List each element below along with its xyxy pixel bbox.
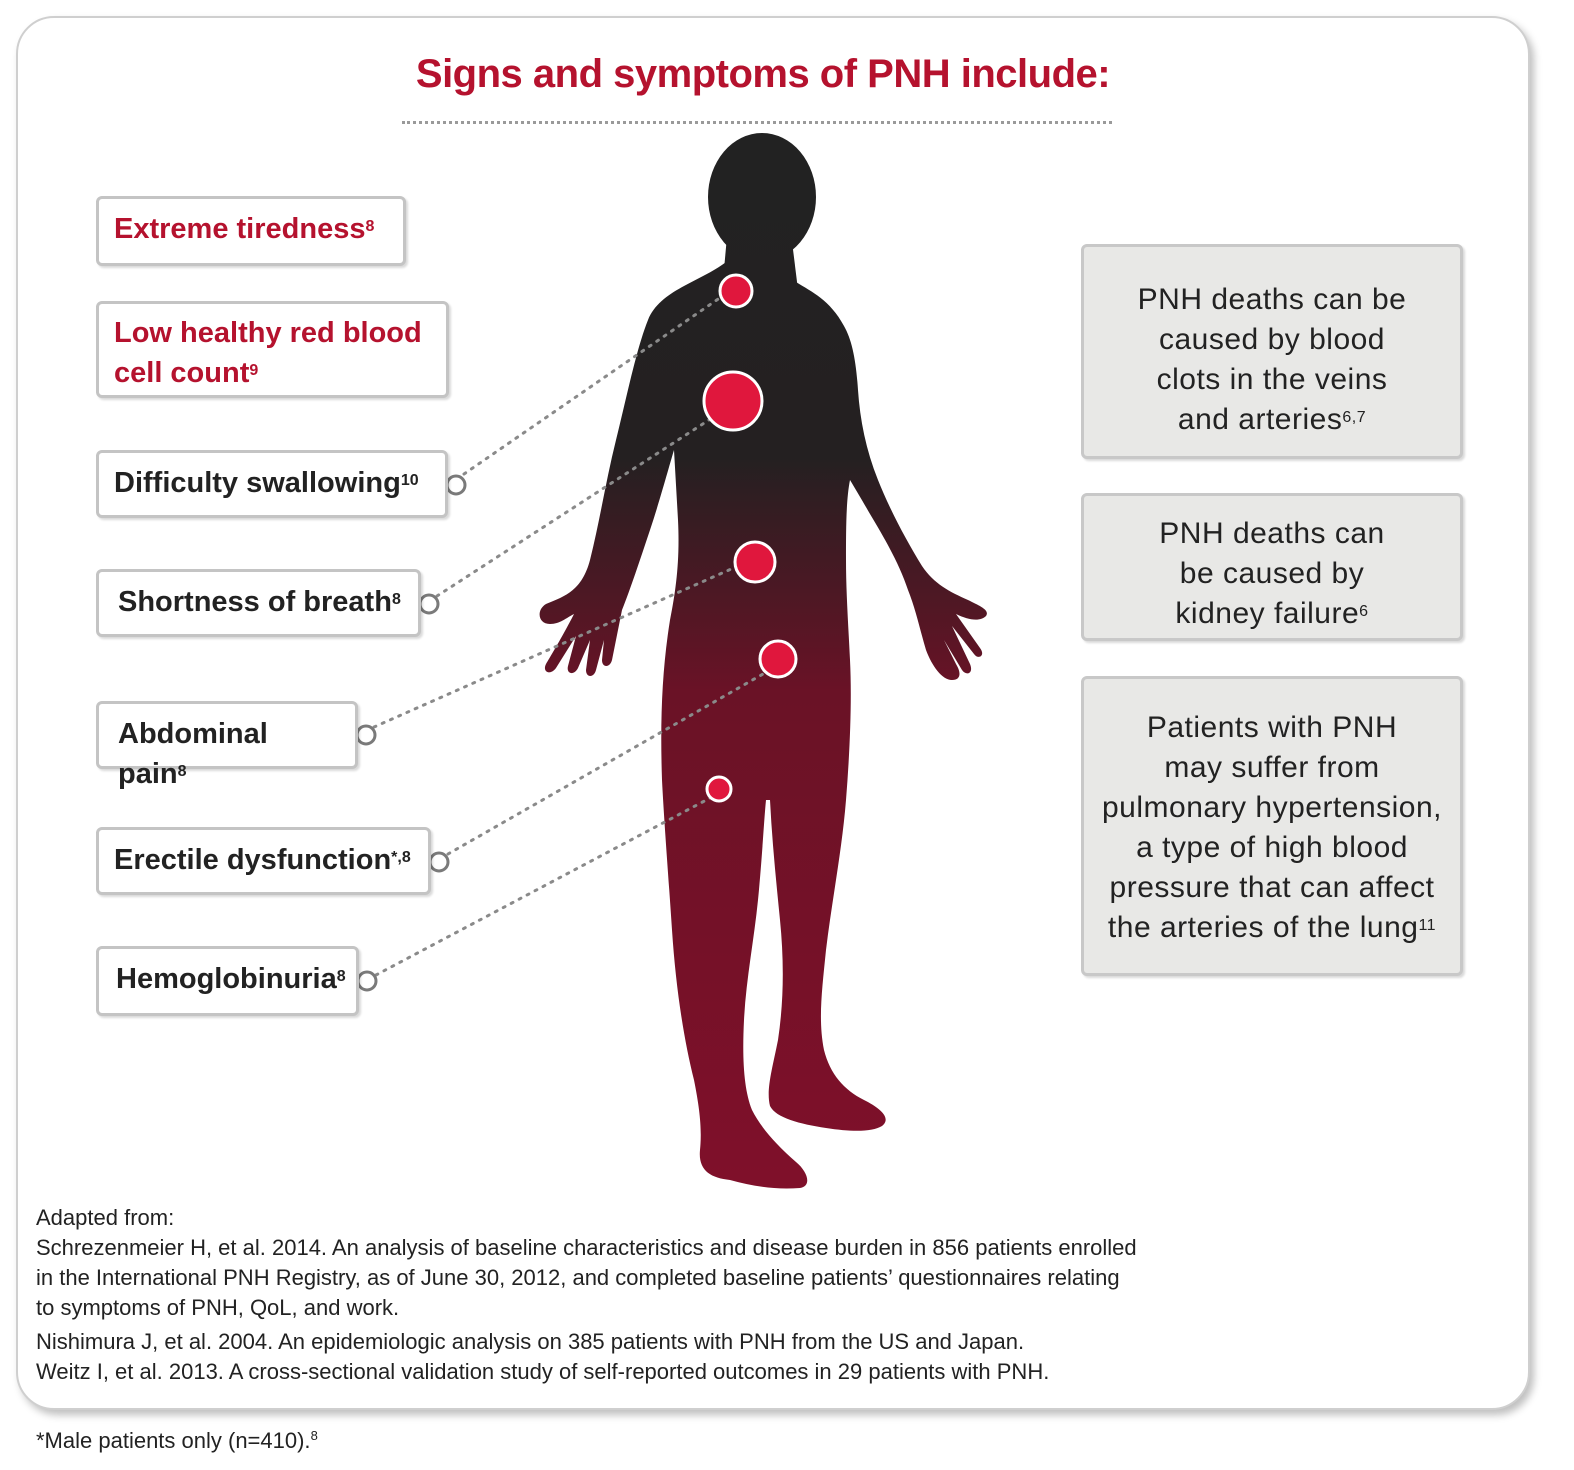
symptom-label: Erectile dysfunction bbox=[114, 844, 392, 876]
info-line: pressure that can affect bbox=[1109, 871, 1435, 904]
symptom-ref: 8 bbox=[336, 968, 346, 985]
symptom-ref: 8 bbox=[391, 591, 401, 608]
footnote: *Male patients only (n=410).8 bbox=[36, 1428, 318, 1454]
symptom-extreme-tiredness: Extreme tiredness8 bbox=[96, 196, 406, 266]
connector-hemoglobinuria bbox=[374, 795, 714, 977]
symptom-label: Abdominal pain bbox=[118, 718, 268, 790]
human-silhouette bbox=[539, 133, 987, 1189]
dot-lower-abdomen bbox=[758, 639, 798, 679]
connector-shortness-of-breath bbox=[435, 416, 714, 598]
symptom-erectile-dysfunction: Erectile dysfunction*,8 bbox=[96, 827, 431, 895]
connector-endpoints bbox=[355, 474, 467, 992]
symptom-abdominal-pain: Abdominal pain8 bbox=[96, 701, 358, 790]
symptom-shortness-of-breath: Shortness of breath8 bbox=[96, 569, 421, 637]
symptom-ref: 8 bbox=[365, 218, 375, 235]
info-box-pulmonary-hypertension: Patients with PNH may suffer from pulmon… bbox=[1081, 676, 1463, 976]
footnote-text: *Male patients only (n=410). bbox=[36, 1428, 311, 1453]
reference-1-line-3: to symptoms of PNH, QoL, and work. bbox=[36, 1295, 400, 1320]
info-line: PNH deaths can be bbox=[1137, 283, 1407, 316]
symptom-label: Low healthy red blood bbox=[114, 317, 422, 349]
endpoint-abdominal-pain bbox=[355, 724, 377, 746]
symptom-hemoglobinuria: Hemoglobinuria8 bbox=[96, 946, 359, 1016]
info-line: a type of high blood bbox=[1136, 831, 1408, 864]
reference-2: Nishimura J, et al. 2004. An epidemiolog… bbox=[36, 1329, 1025, 1354]
endpoint-hemoglobinuria bbox=[356, 970, 378, 992]
connector-lines bbox=[372, 293, 772, 977]
symptom-ref: 10 bbox=[400, 472, 419, 489]
connector-difficulty-swallowing bbox=[462, 293, 726, 476]
info-line: the arteries of the lung bbox=[1107, 911, 1419, 944]
endpoint-difficulty-swallowing bbox=[445, 474, 467, 496]
info-line: may suffer from bbox=[1164, 751, 1380, 784]
dot-throat bbox=[718, 273, 754, 309]
endpoint-shortness-of-breath bbox=[418, 593, 440, 615]
reference-1-line-2: in the International PNH Registry, as of… bbox=[36, 1265, 1120, 1290]
info-line: PNH deaths can bbox=[1159, 517, 1385, 550]
info-line: clots in the veins bbox=[1156, 363, 1388, 396]
symptom-ref: 9 bbox=[249, 362, 259, 379]
footnote-ref: 8 bbox=[310, 1428, 318, 1443]
connector-erectile-dysfunction bbox=[446, 668, 772, 856]
reference-1-line-1: Schrezenmeier H, et al. 2014. An analysi… bbox=[36, 1235, 1137, 1260]
symptom-ref: 8 bbox=[177, 763, 187, 780]
symptom-difficulty-swallowing: Difficulty swallowing10 bbox=[96, 450, 448, 518]
symptom-label: Extreme tiredness bbox=[114, 213, 366, 245]
endpoint-erectile-dysfunction bbox=[428, 851, 450, 873]
page-title: Signs and symptoms of PNH include: bbox=[415, 52, 1111, 96]
symptom-low-red-blood-count: Low healthy red blood cell count9 bbox=[96, 301, 449, 398]
symptom-label: Hemoglobinuria bbox=[116, 963, 337, 995]
reference-3: Weitz I, et al. 2013. A cross-sectional … bbox=[36, 1359, 1050, 1384]
title-divider bbox=[402, 121, 1112, 124]
symptom-label: Difficulty swallowing bbox=[114, 467, 401, 499]
info-line: caused by blood bbox=[1159, 323, 1385, 356]
dot-groin bbox=[705, 775, 733, 803]
info-line: and arteries bbox=[1177, 403, 1343, 436]
info-line: kidney failure bbox=[1175, 597, 1360, 630]
references: Adapted from: Schrezenmeier H, et al. 20… bbox=[36, 1203, 1137, 1387]
dot-chest bbox=[702, 370, 764, 432]
info-line: pulmonary hypertension, bbox=[1101, 791, 1443, 824]
dot-abdomen bbox=[733, 540, 777, 584]
connector-abdominal-pain bbox=[372, 564, 740, 729]
info-line: be caused by bbox=[1179, 557, 1365, 590]
info-ref: 6 bbox=[1359, 603, 1369, 620]
info-box-kidney-failure: PNH deaths can be caused by kidney failu… bbox=[1081, 493, 1463, 641]
info-box-blood-clots: PNH deaths can be caused by blood clots … bbox=[1081, 244, 1463, 459]
info-line: Patients with PNH bbox=[1146, 711, 1398, 744]
symptom-dots bbox=[702, 273, 798, 803]
references-heading: Adapted from: bbox=[36, 1205, 175, 1230]
info-ref: 6,7 bbox=[1342, 409, 1367, 426]
symptom-label: Shortness of breath bbox=[118, 586, 392, 618]
info-ref: 11 bbox=[1418, 917, 1437, 934]
symptom-ref: *,8 bbox=[391, 849, 411, 866]
symptom-label-line2: cell count bbox=[114, 357, 250, 389]
